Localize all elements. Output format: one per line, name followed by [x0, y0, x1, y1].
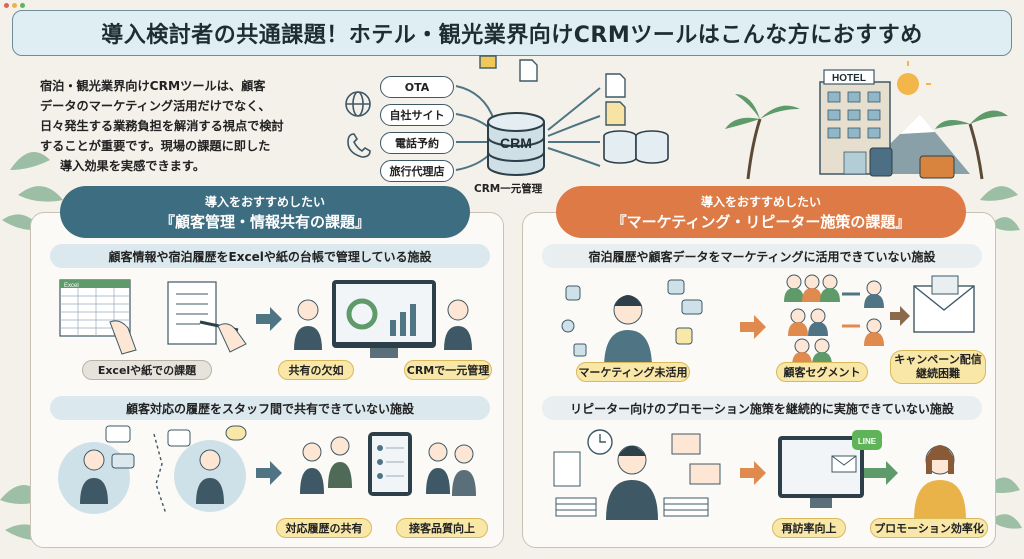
intro-line-5: 導入効果を実感できます。: [60, 159, 206, 173]
document-stack-icon: [553, 451, 581, 487]
line-app-icon: [852, 430, 882, 450]
minimize-dot[interactable]: [12, 3, 17, 8]
left-section1-illustration: Excel: [59, 279, 472, 358]
source-phone: 電話予約: [380, 132, 454, 154]
stressed-man-icon: [606, 445, 658, 520]
hotel-sign: HOTEL: [832, 73, 866, 84]
crm-caption: CRM一元管理: [474, 183, 543, 195]
arrow-right-icon: [256, 307, 282, 331]
staff-icon-2: [444, 299, 472, 350]
hotel-illustration: HOTEL: [725, 61, 1008, 180]
arrow-right-icon-2: [256, 461, 282, 485]
left-section2-title: 顧客対応の履歴をスタッフ間で共有できていない施設: [50, 396, 490, 420]
left-label-history-sharing: 対応履歴の共有: [276, 518, 372, 538]
speech-bubble-icon: [105, 425, 131, 443]
document-icon: [519, 59, 538, 82]
right-label-no-marketing: マーケティング未活用: [576, 362, 690, 382]
left-panel-header: 導入をおすすめしたい 『顧客管理・情報共有の課題』: [60, 186, 470, 238]
close-dot[interactable]: [4, 3, 9, 8]
phone-icon: [347, 133, 371, 158]
right-section2-illustration: LINE: [553, 429, 966, 520]
customer-segment-icon: [784, 274, 840, 366]
right-header-line2: 『マーケティング・リピーター施策の課題』: [611, 213, 911, 231]
source-own-site: 自社サイト: [380, 104, 454, 126]
right-label-revisit: 再訪率向上: [772, 518, 846, 538]
database-stack-icon: [603, 130, 669, 164]
document-icon-3: [605, 101, 626, 126]
arrow-right-orange-icon-2: [740, 461, 766, 485]
person-card-icon: [667, 279, 685, 295]
staff-group-icon: [294, 299, 322, 350]
right-header-line1: 導入をおすすめしたい: [700, 195, 821, 209]
envelope-icon: [671, 433, 701, 455]
intro-text: 宿泊・観光業界向けCRMツールは、顧客 データのマーケティング活用だけでなく、 …: [40, 76, 370, 176]
left-label-service-quality: 接客品質向上: [396, 518, 488, 538]
left-section2-illustration: [58, 425, 476, 515]
right-label-campaign-line1: キャンペーン配信: [894, 353, 982, 366]
left-section1-title: 顧客情報や宿泊履歴をExcelや紙の台帳で管理している施設: [50, 244, 490, 268]
crm-center-label: CRM: [500, 135, 532, 151]
thinking-man-icon: [604, 295, 652, 368]
gear-bubble-icon: [561, 319, 575, 333]
maximize-dot[interactable]: [20, 3, 25, 8]
document-icon-2: [605, 73, 626, 98]
staff-man-icon: [196, 449, 224, 504]
left-header-line2: 『顧客管理・情報共有の課題』: [159, 213, 370, 231]
right-label-segment: 顧客セグメント: [776, 362, 868, 382]
outflow-arrows: [479, 55, 669, 167]
intro-line-2: データのマーケティング活用だけでなく、: [40, 99, 271, 113]
suitcase-icon: [869, 147, 893, 177]
chart-bubble-icon: [565, 285, 581, 301]
divider-zigzag: [153, 433, 167, 515]
left-label-no-sharing: 共有の欠如: [278, 360, 354, 380]
source-ota: OTA: [380, 76, 454, 98]
arrow-right-orange-icon: [740, 315, 766, 339]
right-label-campaign: キャンペーン配信 継続困難: [890, 350, 986, 384]
right-section1-illustration: [561, 274, 975, 368]
intro-line-4: することが重要です。現場の課題に即した: [40, 139, 271, 153]
right-panel-header: 導入をおすすめしたい 『マーケティング・リピーター施策の課題』: [556, 186, 966, 238]
intro-line-1: 宿泊・観光業界向けCRMツールは、顧客: [40, 79, 266, 93]
crm-database-icon: CRM: [487, 112, 545, 176]
window-dots: [4, 3, 25, 8]
channel-icons: [345, 91, 371, 158]
sun-icon: [897, 73, 919, 95]
left-label-excel-issue: Excelや紙での課題: [82, 360, 212, 380]
right-label-promotion-efficiency: プロモーション効率化: [870, 518, 988, 538]
right-section1-title: 宿泊履歴や顧客データをマーケティングに活用できていない施設: [542, 244, 982, 268]
paper-ledger-icon: [167, 281, 217, 345]
page-title: 導入検討者の共通課題！ホテル・観光業界向けCRMツールはこんな方におすすめ: [12, 10, 1012, 56]
hand-icon: [109, 320, 137, 355]
right-section2-title: リピーター向けのプロモーション施策を継続的に実施できていない施設: [542, 396, 982, 420]
happy-woman-icon: [914, 445, 966, 520]
left-label-crm-unified: CRMで一元管理: [404, 360, 492, 380]
palm-tree-icon: [746, 118, 984, 180]
staff-woman-icon: [80, 449, 108, 504]
folder-icon: [479, 55, 497, 69]
line-badge: LINE: [858, 437, 877, 446]
suitcase-icon-2: [919, 155, 955, 179]
team-group-icon: [300, 436, 352, 494]
left-header-line1: 導入をおすすめしたい: [204, 195, 325, 209]
right-label-campaign-line2: 継続困難: [916, 367, 960, 380]
arrow-right-green-icon: [864, 461, 898, 485]
source-travel-agency: 旅行代理店: [380, 160, 454, 182]
spreadsheet-label: Excel: [64, 283, 79, 289]
intro-line-3: 日々発生する業務負担を解消する視点で検討: [40, 119, 284, 133]
